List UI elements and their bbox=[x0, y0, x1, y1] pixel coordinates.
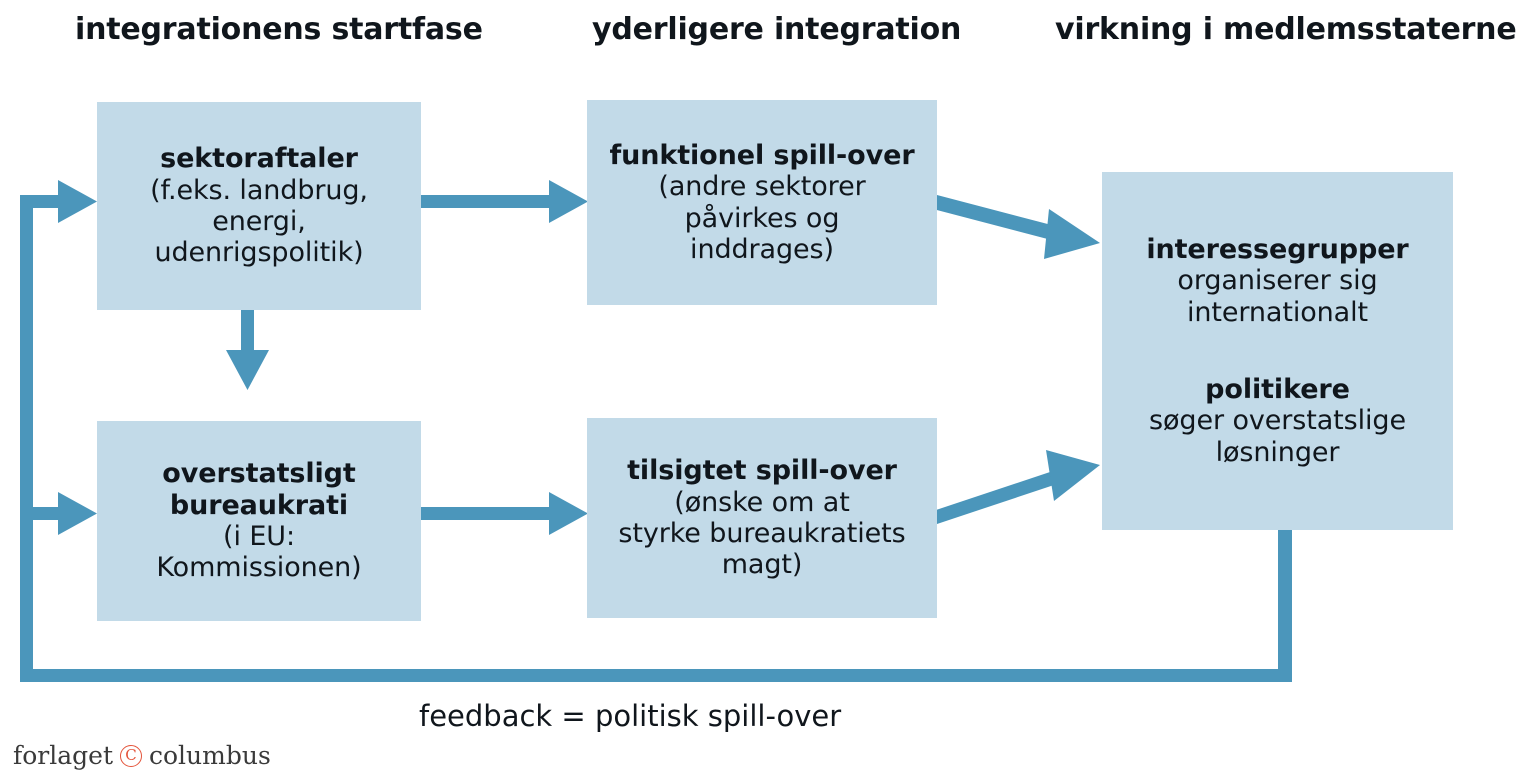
node-funktionel-line-2: påvirkes og bbox=[684, 202, 840, 234]
node-virkning-medlemsstaterne[interactable]: interessegrupper organiserer sig interna… bbox=[1102, 172, 1453, 530]
feedback-branch-bottom-shaft bbox=[20, 507, 62, 520]
node-tilsigtet-line-3: magt) bbox=[721, 549, 803, 581]
arrow-sektoraftaler-to-funktionel-arrowhead bbox=[549, 180, 588, 223]
node-virkning-group-interessegrupper: interessegrupper organiserer sig interna… bbox=[1146, 234, 1408, 328]
arrow-tilsigtet-to-virkning-arrowhead bbox=[1046, 450, 1100, 501]
node-politikere-title: politikere bbox=[1205, 374, 1350, 405]
arrow-funktionel-to-virkning-shaft bbox=[933, 195, 1063, 242]
column-header-virkning: virkning i medlemsstaterne bbox=[1055, 12, 1517, 47]
arrow-tilsigtet-to-virkning-shaft bbox=[933, 470, 1060, 524]
publisher-logo: forlaget C columbus bbox=[13, 741, 271, 770]
node-interessegrupper-title: interessegrupper bbox=[1146, 234, 1409, 266]
node-sektoraftaler-line-1: (f.eks. landbrug, bbox=[150, 174, 368, 206]
node-virkning-group-politikere: politikere søger overstatslige løsninger bbox=[1149, 374, 1406, 468]
feedback-branch-top-shaft bbox=[20, 195, 62, 208]
column-header-startfase: integrationens startfase bbox=[75, 12, 483, 47]
node-sektoraftaler-title: sektoraftaler bbox=[160, 143, 358, 175]
column-header-yderligere-integration: yderligere integration bbox=[592, 12, 962, 47]
arrow-sektoraftaler-to-bureaukrati-shaft bbox=[241, 310, 254, 352]
node-overstatsligt-bureaukrati[interactable]: overstatsligt bureaukrati (i EU: Kommiss… bbox=[97, 421, 421, 621]
arrow-funktionel-to-virkning-arrowhead bbox=[1044, 209, 1100, 259]
node-funktionel-title: funktionel spill-over bbox=[609, 139, 915, 171]
node-politikere-line-2: løsninger bbox=[1215, 436, 1340, 468]
node-bureaukrati-line-2: Kommissionen) bbox=[156, 552, 362, 584]
feedback-line-vertical-right bbox=[1278, 530, 1292, 669]
feedback-branch-top-arrowhead bbox=[58, 180, 97, 223]
node-interessegrupper-line-2: internationalt bbox=[1186, 296, 1369, 328]
copyright-c-icon: C bbox=[120, 744, 142, 767]
arrow-bureaukrati-to-tilsigtet-shaft bbox=[421, 507, 551, 520]
feedback-caption: feedback = politisk spill-over bbox=[419, 699, 842, 733]
node-sektoraftaler[interactable]: sektoraftaler (f.eks. landbrug, energi, … bbox=[97, 102, 421, 310]
node-funktionel-line-1: (andre sektorer bbox=[658, 171, 866, 203]
node-bureaukrati-title-line-2: bureaukrati bbox=[169, 489, 349, 521]
node-interessegrupper-line-1: organiserer sig bbox=[1177, 265, 1378, 297]
node-bureaukrati-title-line-1: overstatsligt bbox=[162, 458, 356, 490]
node-politikere-line-1: søger overstatslige bbox=[1149, 405, 1406, 437]
arrow-bureaukrati-to-tilsigtet-arrowhead bbox=[549, 492, 588, 535]
feedback-line-vertical-left bbox=[20, 195, 33, 682]
publisher-logo-prefix: forlaget bbox=[13, 741, 113, 770]
node-tilsigtet-spillover[interactable]: tilsigtet spill-over (ønske om at styrke… bbox=[587, 418, 937, 618]
publisher-logo-suffix: columbus bbox=[149, 741, 271, 770]
node-tilsigtet-line-1: (ønske om at bbox=[674, 486, 850, 518]
arrow-sektoraftaler-to-bureaukrati-arrowhead bbox=[226, 350, 269, 390]
node-tilsigtet-title: tilsigtet spill-over bbox=[627, 455, 897, 487]
feedback-branch-bottom-arrowhead bbox=[58, 492, 97, 535]
node-funktionel-line-3: inddrages) bbox=[690, 233, 834, 265]
node-sektoraftaler-line-2: energi, bbox=[212, 206, 306, 237]
node-sektoraftaler-line-3: udenrigspolitik) bbox=[154, 237, 364, 269]
arrow-sektoraftaler-to-funktionel-shaft bbox=[421, 195, 551, 208]
node-tilsigtet-line-2: styrke bureaukratiets bbox=[618, 518, 906, 549]
feedback-line-horizontal-bottom bbox=[20, 669, 1292, 682]
node-bureaukrati-line-1: (i EU: bbox=[223, 521, 295, 552]
node-funktionel-spillover[interactable]: funktionel spill-over (andre sektorer på… bbox=[587, 100, 937, 305]
